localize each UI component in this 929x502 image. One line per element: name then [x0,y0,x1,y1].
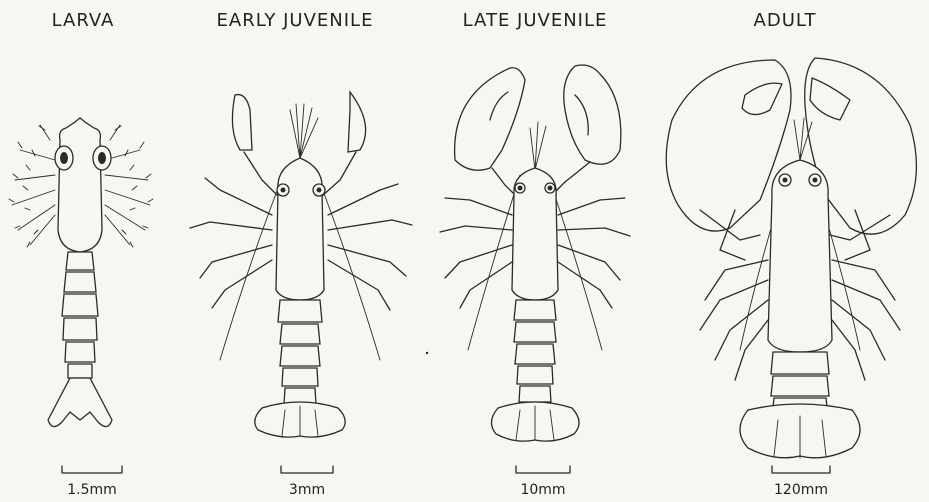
adult-drawing [666,58,916,473]
late-juvenile-scale-bar [516,466,570,473]
scale-label-adult: 120mm [761,482,841,498]
early-juvenile-drawing [190,92,412,473]
late-juvenile-drawing [440,65,630,473]
scale-label-larva: 1.5mm [52,482,132,498]
scale-label-late-juvenile: 10mm [503,482,583,498]
adult-scale-bar [772,466,830,473]
scale-label-early-juvenile: 3mm [267,482,347,498]
larva-drawing [9,118,153,473]
early-juvenile-scale-bar [281,466,333,473]
larva-scale-bar [62,466,122,473]
